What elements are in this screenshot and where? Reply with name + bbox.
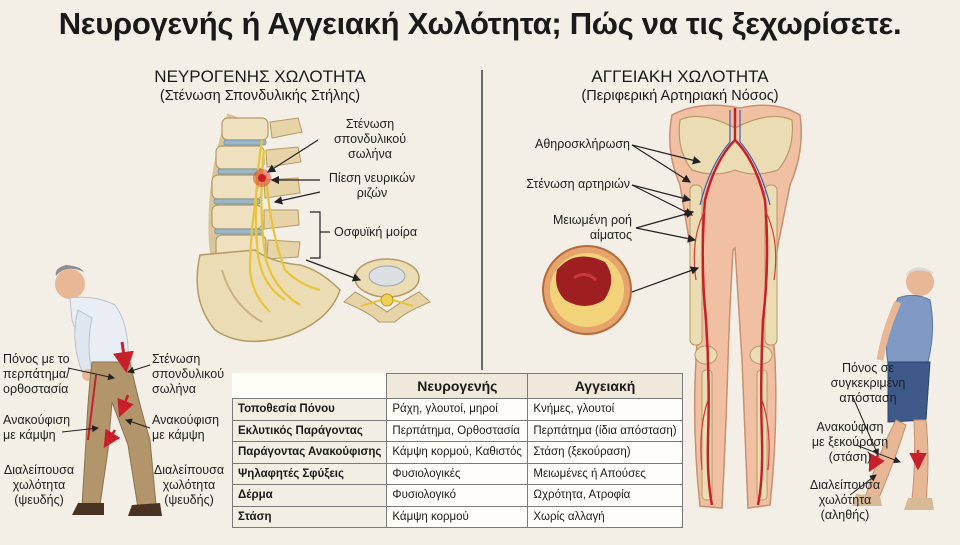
label-vascular-pain: Πόνος σε συγκεκριμένη απόσταση — [830, 361, 906, 405]
table-header-row: Νευρογενής Αγγειακή — [233, 373, 683, 399]
legs-anatomy — [669, 104, 802, 509]
label-vascular-intermittent: Διαλείπουσα χωλότητα (αληθής) — [809, 478, 881, 522]
table-row: Δέρμα Φυσιολογικό Ωχρότητα, Ατροφία — [231, 484, 683, 507]
neuro-subheading: (Στένωση Σπονδυλικής Στήλης) — [159, 88, 361, 104]
table-corner — [233, 374, 387, 399]
table-row: Τοποθεσία Πόνου Ράχη, γλουτοί, μηροί Κνή… — [231, 398, 683, 421]
cell-vascular: Στάση (ξεκούραση) — [527, 441, 683, 464]
neuro-heading: ΝΕΥΡΟΓΕΝΗΣ ΧΩΛΟΤΗΤΑ — [154, 67, 366, 86]
label-nerve-compression: Πίεση νευρικών ριζών — [328, 171, 416, 200]
spine-illustration — [196, 113, 341, 343]
section-divider — [481, 70, 483, 370]
label-vascular-relief: Ανακούφιση με ξεκούραση (στάση) — [811, 420, 889, 464]
cell-vascular: Ωχρότητα, Ατροφία — [527, 484, 683, 507]
vascular-heading: ΑΓΓΕΙΑΚΗ ΧΩΛΟΤΗΤΑ — [591, 67, 769, 86]
label-lumbar: Οσφυϊκή μοίρα — [334, 225, 418, 239]
cell-vascular: Χωρίς αλλαγή — [527, 505, 683, 528]
label-neuro-relief-left: Ανακούφιση με κάμψη — [3, 413, 71, 442]
cell-neuro: Φυσιολογικές — [386, 462, 529, 485]
label-neuro-relief-right: Ανακούφιση με κάμψη — [152, 413, 220, 442]
bent-man-figure — [55, 265, 162, 516]
table-row: Στάση Κάμψη κορμού Χωρίς αλλαγή — [231, 505, 683, 528]
row-label: Τοποθεσία Πόνου — [231, 398, 388, 421]
cell-neuro: Ράχη, γλουτοί, μηροί — [386, 398, 529, 421]
header-vascular: Αγγειακή — [527, 373, 683, 399]
cell-neuro: Κάμψη κορμού, Καθιστός — [386, 441, 529, 464]
label-reduced-flow: Μειωμένη ροή αίματος — [553, 213, 632, 242]
row-label: Εκλυτικός Παράγοντας — [231, 419, 388, 442]
label-canal-stenosis: Στένωση σπονδυλικού σωλήνα — [333, 117, 407, 161]
label-neuro-intermittent-right: Διαλείπουσα χωλότητα (ψευδής) — [153, 463, 225, 507]
label-neuro-intermittent-left: Διαλείπουσα χωλότητα (ψευδής) — [3, 463, 75, 507]
cell-neuro: Κάμψη κορμού — [386, 505, 529, 528]
vertebra-cross-section — [343, 258, 431, 323]
row-label: Παράγοντας Ανακούφισης — [231, 441, 388, 464]
row-label: Στάση — [231, 505, 388, 528]
label-neuro-stenosis: Στένωση σπονδυλικού σωλήνα — [152, 352, 225, 396]
row-label: Δέρμα — [231, 484, 388, 507]
cell-vascular: Περπάτημα (ίδια απόσταση) — [527, 419, 683, 442]
row-label: Ψηλαφητές Σφύξεις — [231, 462, 388, 485]
cell-vascular: Κνήμες, γλουτοί — [527, 398, 683, 421]
cell-neuro: Φυσιολογικό — [386, 484, 529, 507]
vascular-subheading: (Περιφερική Αρτηριακή Νόσος) — [581, 88, 779, 104]
label-neuro-pain: Πόνος με το περπάτημα/ ορθοστασία — [3, 352, 70, 396]
header-neuro: Νευρογενής — [386, 373, 529, 399]
label-artery-stenosis: Στένωση αρτηριών — [526, 177, 630, 191]
artery-cross-section — [542, 245, 632, 335]
comparison-table: Νευρογενής Αγγειακή Τοποθεσία Πόνου Ράχη… — [231, 373, 683, 528]
table-row: Εκλυτικός Παράγοντας Περπάτημα, Ορθοστασ… — [231, 419, 683, 442]
table-row: Παράγοντας Ανακούφισης Κάμψη κορμού, Καθ… — [231, 441, 683, 464]
cell-neuro: Περπάτημα, Ορθοστασία — [386, 419, 529, 442]
page-title: Νευρογενής ή Αγγειακή Χωλότητα; Πώς να τ… — [58, 6, 902, 41]
table-row: Ψηλαφητές Σφύξεις Φυσιολογικές Μειωμένες… — [231, 462, 683, 485]
cell-vascular: Μειωμένες ή Απούσες — [527, 462, 683, 485]
label-atherosclerosis: Αθηροσκλήρωση — [534, 137, 630, 151]
